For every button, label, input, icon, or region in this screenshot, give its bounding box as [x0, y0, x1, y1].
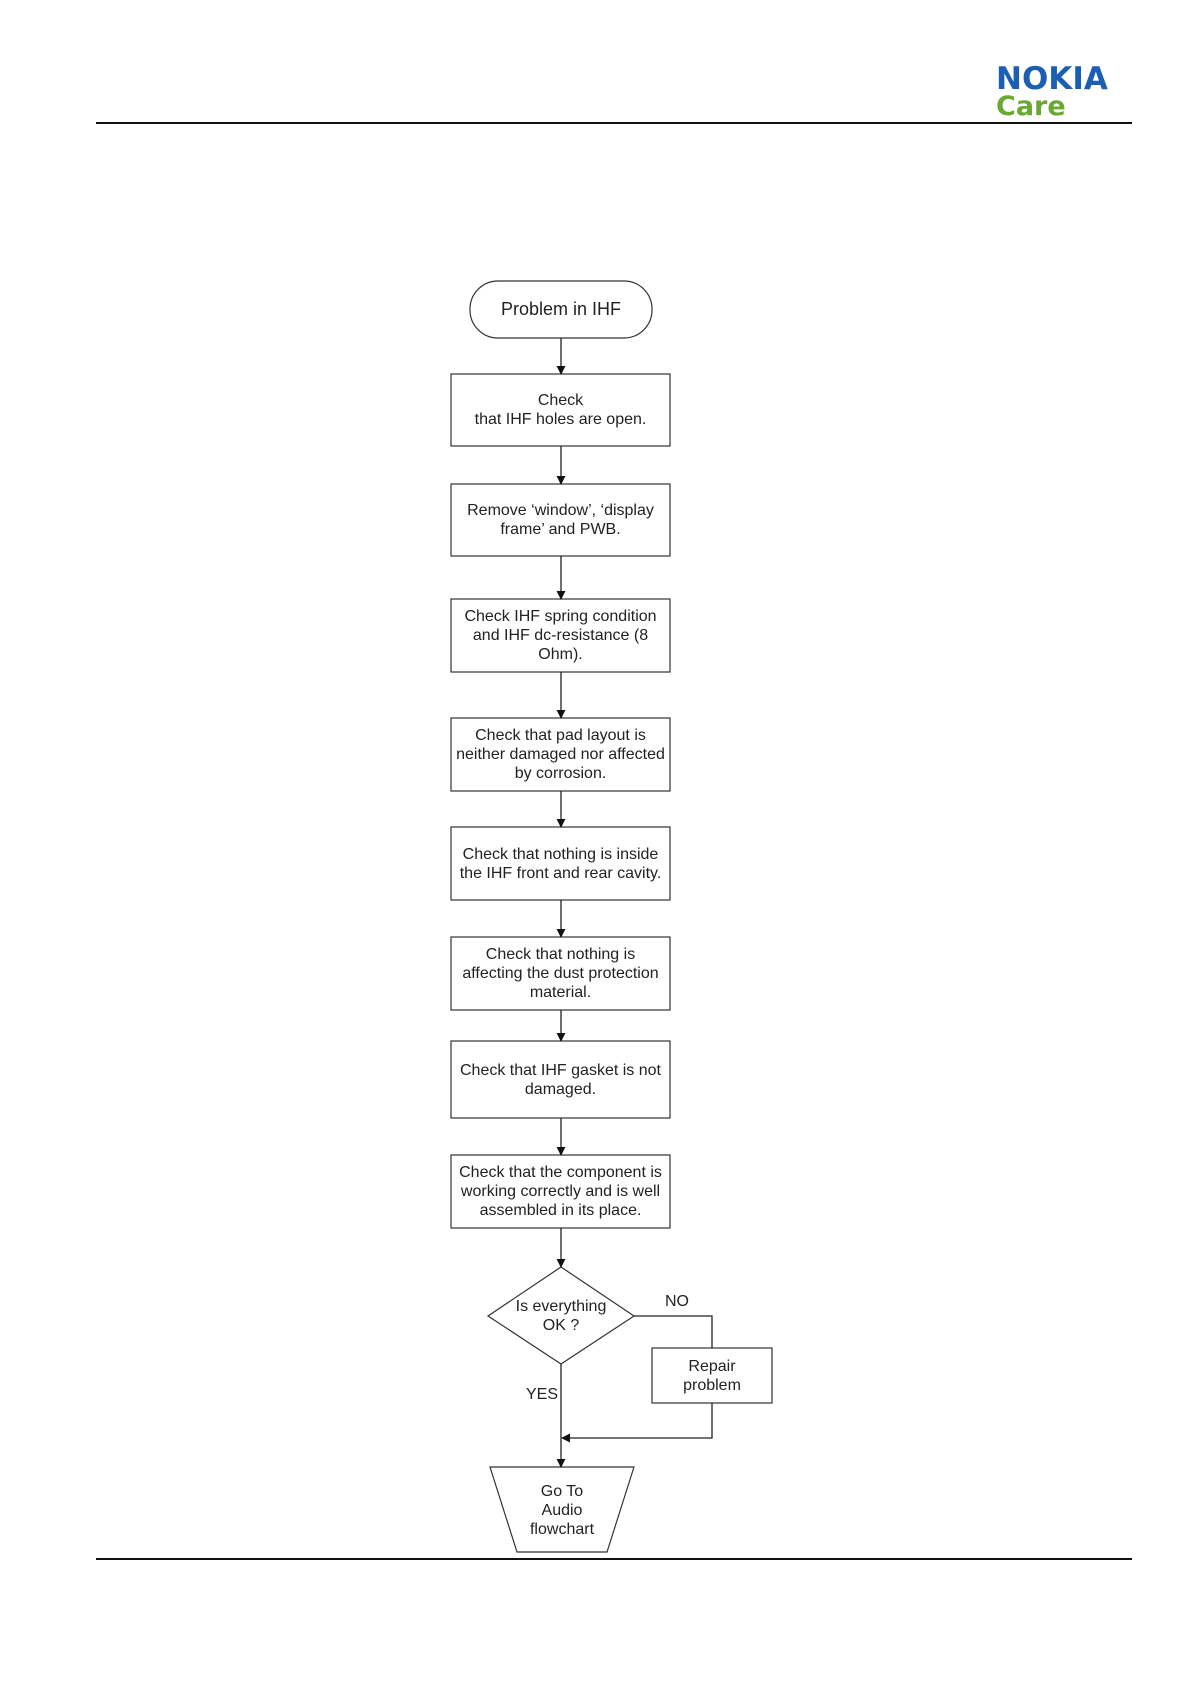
step-3-text: Check IHF spring condition and IHF dc-re…: [464, 608, 657, 663]
footer-rule: [96, 1558, 1132, 1560]
decision-text: Is everything OK ?: [515, 1298, 607, 1334]
step-box-7: [450, 1040, 671, 1119]
end-trapezoid: [489, 1466, 635, 1553]
end-text: Go To Audio flowchart: [529, 1482, 595, 1538]
step-2-text: Remove ‘window’, ‘display frame’ and PWB…: [467, 502, 654, 538]
step-box-6: [450, 936, 671, 1011]
logo-brand: NOKIA: [996, 61, 1108, 97]
step-8-text: Check that the component is working corr…: [459, 1164, 662, 1219]
header-rule: [96, 122, 1132, 124]
step-5-text: Check that nothing is inside the IHF fro…: [459, 845, 662, 882]
logo-sub-brand: Care: [996, 91, 1066, 122]
repair-text: Repair problem: [683, 1357, 741, 1394]
start-terminator-label: Problem in IHF: [500, 299, 622, 319]
step-box-8: [450, 1154, 671, 1229]
arrow-decision-no-to-repair: [634, 1315, 713, 1348]
step-6-text: Check that nothing is affecting the dust…: [462, 946, 659, 1001]
arrow-repair-to-merge: [561, 1403, 713, 1443]
step-7-text: Check that IHF gasket is not damaged.: [460, 1061, 661, 1098]
yes-label: YES: [526, 1386, 559, 1403]
step-4-text: Check that pad layout is neither damaged…: [456, 727, 665, 782]
repair-box: [651, 1347, 773, 1404]
step-1-text: Check that IHF holes are open.: [474, 392, 647, 428]
no-label: NO: [665, 1293, 689, 1310]
nokia-care-logo: NOKIA Care: [996, 62, 1131, 120]
